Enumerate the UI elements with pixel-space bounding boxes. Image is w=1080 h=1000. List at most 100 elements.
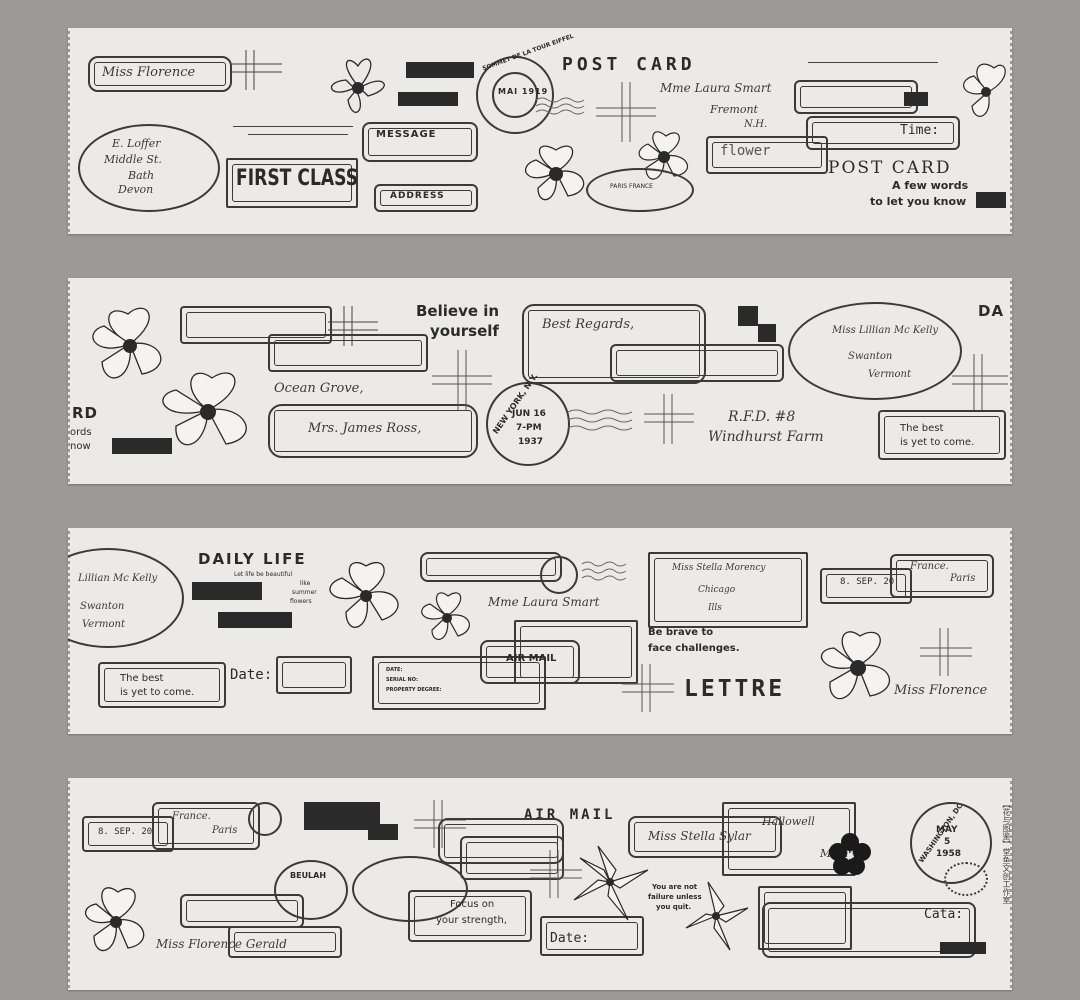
flower-icon [162, 372, 247, 446]
postmark-text: JUN 16 [512, 409, 546, 419]
postmark-stamp [248, 802, 282, 836]
daily-sub-text: flowers [290, 598, 312, 605]
washi-strip-1: Miss Florence E. Loffer Middle St. Bath … [68, 28, 1012, 234]
postmark-stamp [540, 556, 578, 594]
rule-line [808, 62, 938, 63]
paris-text: PARIS FRANCE [610, 183, 653, 190]
form-text: PROPERTY DEGREE: [386, 687, 442, 693]
stamp-text: 5 [944, 837, 951, 847]
time-frame [806, 116, 960, 150]
script-text: Best Regards, [542, 317, 635, 332]
date-label: Date: [550, 931, 590, 946]
cross-mark-icon [622, 664, 674, 712]
best-frame [98, 662, 226, 708]
script-text: Devon [118, 183, 154, 196]
edge-text: DA [978, 302, 1005, 320]
script-text: Paris [950, 573, 976, 584]
name-frame [268, 404, 478, 458]
script-text: Mme Laura Smart [660, 81, 772, 95]
address-label: ADDRESS [390, 191, 445, 201]
ink-block [368, 824, 398, 840]
cata-frame [762, 902, 976, 958]
script-text: Paris [212, 825, 238, 836]
post-card-title-2: POST CARD [828, 158, 952, 178]
message-label: MESSAGE [376, 129, 437, 140]
form-text: SERIAL NO: [386, 677, 418, 683]
cross-mark-icon [432, 350, 492, 410]
washi-strip-3: Lillian Mc Kelly Swanton Vermont The bes… [68, 528, 1012, 734]
beulah-text: BEULAH [290, 871, 327, 880]
cross-mark-icon [232, 50, 282, 90]
few-words-text: to let you know [870, 195, 967, 208]
script-text: Middle St. [104, 153, 162, 166]
postmark-stamp [476, 56, 554, 134]
first-class-label: FIRST CLASS [236, 166, 359, 191]
best-text: is yet to come. [900, 437, 975, 448]
daily-sub-text: like [300, 580, 311, 587]
script-text: France. [172, 811, 211, 822]
script-text: Swanton [848, 351, 893, 362]
message-frame [362, 122, 478, 162]
script-text: Bath [128, 169, 155, 182]
address-oval [68, 548, 184, 648]
rule-line [248, 134, 348, 135]
brave-text: face challenges. [648, 643, 740, 654]
flower-icon [92, 307, 162, 379]
paris-oval [586, 168, 694, 212]
script-text: Swanton [80, 601, 125, 612]
flower-icon [421, 592, 470, 641]
label-frame [610, 344, 784, 382]
brave-text: Be brave to [648, 627, 714, 638]
label-frame [88, 56, 232, 92]
script-text: Vermont [868, 369, 911, 380]
label-frame [180, 306, 332, 344]
script-text: Mrs. James Ross, [308, 421, 422, 436]
dotted-circle [944, 862, 988, 896]
label-frame [268, 334, 428, 372]
date-frame [276, 656, 352, 694]
flower-icon [573, 845, 649, 921]
sep-text: 8. SEP. 20 [840, 577, 895, 587]
script-text: Miss Florence [102, 65, 196, 80]
believe-text: Believe in [416, 302, 500, 320]
cross-mark-icon [328, 306, 378, 346]
wave-cancel-icon [581, 561, 627, 581]
washi-strip-2: RD ords now Ocean Grove, Mrs. James Ross… [68, 278, 1012, 484]
label-frame [758, 886, 852, 950]
stamp-text: MAY [936, 825, 958, 835]
ink-block [218, 612, 292, 628]
script-text: Chicago [698, 585, 736, 595]
label-oval [352, 856, 468, 922]
time-label: Time: [900, 123, 940, 138]
wave-cancel-icon [535, 97, 585, 115]
wave-cancel-icon [567, 409, 633, 431]
believe-text: yourself [430, 322, 499, 340]
address-frame [374, 184, 478, 212]
address-oval [78, 124, 220, 212]
focus-text: your strength, [436, 915, 507, 926]
ink-block [976, 192, 1006, 208]
daily-sub-text: Let life be beautiful [234, 571, 293, 578]
ink-block [758, 324, 776, 342]
ink-block [112, 438, 172, 454]
cross-mark-icon [952, 354, 1008, 410]
letter-frame [648, 552, 808, 628]
best-text: is yet to come. [120, 687, 195, 698]
failure-text: You are not [652, 883, 698, 891]
label-frame [228, 926, 342, 958]
script-text: Mme Laura Smart [488, 595, 600, 609]
ink-block [304, 802, 380, 830]
washi-strip-4: 8. SEP. 20 France. Paris BEULAH Miss Flo… [68, 778, 1012, 990]
date-label: Date: [230, 667, 273, 683]
ink-block [406, 62, 474, 78]
script-text: N.H. [744, 119, 768, 130]
date-frame [540, 916, 644, 956]
failure-text: you quit. [656, 903, 692, 911]
script-text: R.F.D. #8 [728, 409, 796, 425]
edge-text: RD [72, 404, 99, 422]
ink-block [398, 92, 458, 106]
postmark-inner [492, 72, 538, 118]
best-frame [878, 410, 1006, 460]
daily-sub-text: summer [292, 589, 317, 596]
script-text: Fremont [710, 103, 758, 116]
